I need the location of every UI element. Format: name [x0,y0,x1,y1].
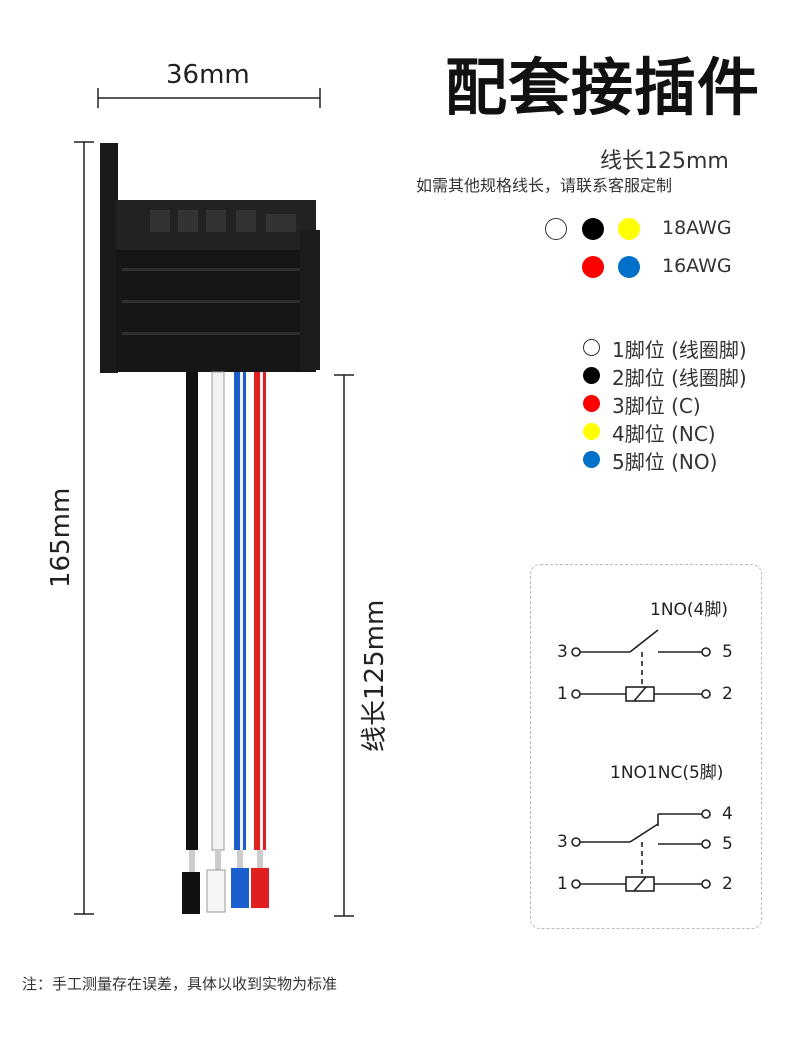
pin4-label: 4脚位 (NC) [612,422,716,446]
relay-schematic [571,629,711,892]
pin5-dot [583,451,600,468]
wire-length-dimension-label: 线长125mm [360,599,390,752]
red-wire-dot [582,256,604,278]
awg16-label: 16AWG [662,255,732,277]
pin1-dot [583,339,600,356]
pin5-label: 5脚位 (NO) [612,450,718,474]
height-dimension-line [74,141,94,915]
connector-drawing [74,88,354,917]
height-dimension-label: 165mm [46,487,76,588]
schematic-1no1nc-title: 1NO1NC(5脚) [610,763,724,783]
white-wire-dot [545,218,567,240]
width-dimension-label: 36mm [166,60,250,90]
black-wire-dot [582,218,604,240]
pin4-dot [583,423,600,440]
connector-housing [100,143,320,373]
schematic-b-pin1: 1 [557,874,568,894]
width-dimension-line [97,88,321,108]
measurement-disclaimer: 注：手工测量存在误差，具体以收到实物为标准 [22,975,338,993]
pin3-dot [583,395,600,412]
schematic-a-pin5: 5 [722,642,733,662]
schematic-b-pin3: 3 [557,832,568,852]
page-title: 配套接插件 [445,51,761,124]
wire-length-dimension-line [334,374,354,917]
blue-wire-dot [618,256,640,278]
pin2-dot [583,367,600,384]
schematic-b-pin4: 4 [722,804,733,824]
wire-bundle [182,371,269,914]
schematic-a-pin2: 2 [722,684,733,704]
schematic-a-pin1: 1 [557,684,568,704]
wire-length-label: 线长125mm [600,149,729,174]
schematic-1no-title: 1NO(4脚) [650,600,728,620]
schematic-b-pin2: 2 [722,874,733,894]
pin3-label: 3脚位 (C) [612,394,701,418]
custom-length-note: 如需其他规格线长，请联系客服定制 [416,176,673,195]
schematic-panel [530,564,762,929]
schematic-a-pin3: 3 [557,642,568,662]
schematic-b-pin5: 5 [722,834,733,854]
yellow-wire-dot [618,218,640,240]
pin1-label: 1脚位 (线圈脚) [612,338,747,362]
pin2-label: 2脚位 (线圈脚) [612,366,747,390]
awg18-label: 18AWG [662,217,732,239]
